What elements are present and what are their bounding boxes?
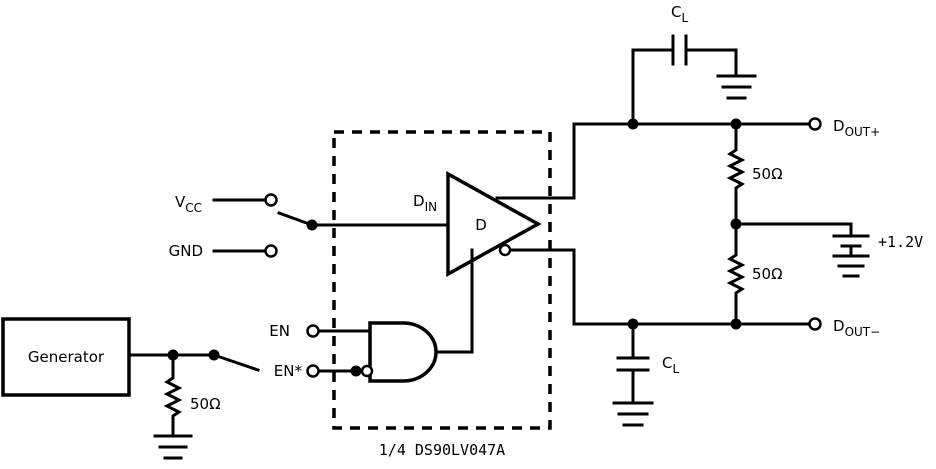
en-star-inverting-bubble [360, 364, 374, 378]
vcc-label: VCC [175, 193, 202, 215]
top-cap-wire-left [631, 48, 672, 126]
en-label: EN [269, 322, 290, 340]
en-star-dot [350, 365, 362, 377]
generator-switch [212, 353, 260, 372]
bottom-resistor [726, 222, 746, 326]
top-resistor-label: 50Ω [752, 165, 783, 183]
din-label: DIN [413, 192, 437, 214]
en-star-terminal [306, 364, 320, 378]
out-minus-wire [509, 248, 812, 326]
dout-minus-label: DOUT− [833, 317, 880, 339]
bottom-cap-label: CL [662, 354, 679, 376]
top-resistor [726, 122, 746, 226]
bias-voltage-label: +1.2V [878, 233, 923, 251]
driver-triangle [446, 171, 542, 277]
dout-minus-terminal [808, 317, 822, 331]
gnd-terminal [264, 244, 278, 258]
driver-label: D [475, 216, 487, 234]
gnd-label: GND [169, 242, 203, 260]
generator-resistor-label: 50Ω [190, 395, 221, 413]
dout-plus-terminal [808, 117, 822, 131]
inverting-output-bubble [498, 243, 512, 257]
top-cap-node [627, 118, 639, 130]
top-cap-wire-right [687, 48, 738, 78]
dout-plus-label: DOUT+ [833, 117, 880, 139]
bottom-cap-node [627, 318, 639, 330]
en-terminal [306, 324, 320, 338]
chip-label: 1/4 DS90LV047A [379, 441, 505, 459]
generator-resistor [163, 353, 183, 438]
generator-label: Generator [28, 348, 105, 366]
enable-wire [434, 248, 474, 354]
out-plus-wire [495, 122, 812, 200]
chip-boundary [332, 130, 552, 430]
bottom-resistor-label: 50Ω [752, 265, 783, 283]
and-gate [368, 321, 438, 383]
top-cap-label: CL [671, 3, 688, 25]
generator-box [1, 317, 131, 397]
vcc-terminal [264, 193, 278, 207]
bias-wire [734, 222, 853, 238]
en-star-label: EN* [274, 362, 303, 380]
selector-switch [277, 211, 314, 227]
bottom-resistor-node [730, 318, 742, 330]
